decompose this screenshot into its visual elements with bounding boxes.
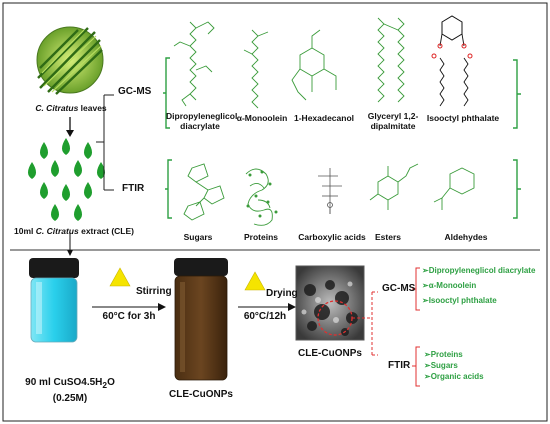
proteins-atoms: [246, 170, 278, 218]
results-ftir-label: FTIR: [388, 360, 411, 371]
monoolein-structure: [243, 29, 269, 109]
gcms-result-bracket: [412, 267, 420, 311]
ftir-open-bracket: [165, 159, 172, 219]
cle-cuonps-vial: [174, 258, 228, 381]
gcms-result-item: Dipropyleneglicol diacrylate: [422, 263, 536, 278]
lemongrass-leaves-image: [36, 26, 104, 95]
ftir-method-label: FTIR: [122, 183, 145, 194]
stirring-heat-triangle: [109, 267, 131, 287]
gcms-compound-3: 1-Hexadecanol: [294, 113, 354, 123]
ftir-result-item: Sugars: [424, 360, 484, 371]
ftir-close-bracket: [513, 159, 521, 219]
esters-structure: [369, 163, 419, 210]
glyceryl-dipalmitate-structure: [377, 17, 405, 103]
stirring-label: Stirring: [136, 286, 172, 297]
ftir-compound-4: Esters: [375, 232, 401, 242]
gcms-result-item: α-Monoolein: [422, 278, 535, 293]
sem-image: [295, 265, 365, 341]
extract-drops: [28, 138, 105, 221]
extract-label: 10ml C. Citratus extract (CLE): [14, 226, 134, 236]
gcms-result-item: Isooctyl phthalate: [422, 293, 535, 308]
drying-condition: 60°C/12h: [243, 311, 287, 322]
solution-label: 90 ml CuSO4.5H2O(0.25M): [25, 377, 115, 404]
gcms-compound-4: Glyceryl 1,2-dipalmitate: [367, 111, 419, 131]
sugars-structure: [183, 163, 225, 221]
ftir-result-bracket: [412, 346, 420, 387]
ftir-compound-2: Proteins: [243, 232, 278, 242]
main-bracket: [96, 94, 114, 191]
isooctyl-phthalate-structure: [431, 15, 473, 107]
ftir-compound-5: Aldehydes: [444, 232, 488, 242]
drying-label: Drying: [266, 288, 298, 299]
results-gcms-label: GC-MS: [382, 283, 416, 294]
sem-label: CLE-CuONPs: [298, 348, 362, 359]
ftir-result-item: Organic acids: [424, 371, 484, 382]
dipropyleneglycol-diacrylate-structure: [173, 21, 215, 107]
gcms-compound-2: α-Monoolein: [236, 113, 288, 123]
hexadecanol-structure: [291, 29, 337, 101]
gcms-close-bracket: [513, 59, 521, 129]
gcms-compound-5: Isooctyl phthalate: [426, 113, 500, 123]
cuso4-vial: [29, 258, 79, 343]
drying-heat-triangle: [244, 271, 266, 291]
product-label: CLE-CuONPs: [169, 389, 233, 400]
aldehydes-structure: [433, 167, 475, 210]
ftir-compound-3: Carboxylic acids: [298, 232, 366, 242]
proteins-structure: [245, 168, 273, 226]
gcms-open-bracket: [163, 57, 170, 129]
carboxylic-acids-structure: [318, 168, 342, 214]
gcms-compound-1: Dipropyleneglicol diacrylate: [166, 111, 238, 131]
ftir-compound-1: Sugars: [183, 232, 213, 242]
results-connector: [352, 291, 378, 356]
ftir-results-list: Proteins Sugars Organic acids: [424, 349, 484, 382]
plant-label: C. Citratus leaves: [35, 103, 107, 113]
gcms-results-list: Dipropyleneglicol diacrylate α-Monoolein…: [422, 263, 536, 308]
ftir-result-item: Proteins: [424, 349, 484, 360]
gcms-method-label: GC-MS: [118, 86, 152, 97]
stirring-condition: 60°C for 3h: [102, 311, 156, 322]
